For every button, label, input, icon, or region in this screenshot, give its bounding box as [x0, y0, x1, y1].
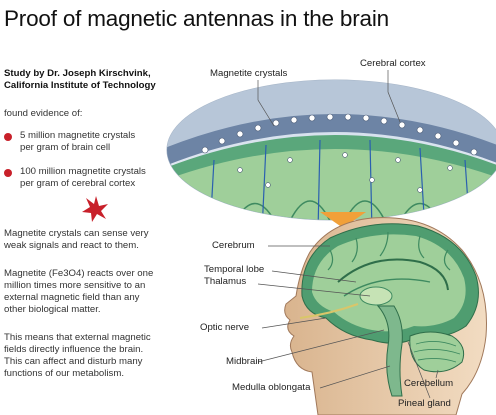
- label-midbrain: Midbrain: [226, 356, 263, 367]
- label-cerebral-cortex: Cerebral cortex: [360, 58, 426, 69]
- paragraph-magnetite: Magnetite (Fe3O4) reacts over one millio…: [4, 268, 184, 316]
- label-magnetite-crystals: Magnetite crystals: [210, 68, 288, 79]
- bullet-dot-icon: [4, 133, 12, 141]
- label-thalamus: Thalamus: [204, 276, 247, 287]
- found-evidence-text: found evidence of:: [4, 108, 83, 119]
- paragraph-line: Magnetite (Fe3O4) reacts over one: [4, 268, 154, 279]
- paragraph-influence: This means that external magnetic fields…: [4, 332, 184, 380]
- brain: [299, 223, 479, 397]
- bullet-line-1: 100 million magnetite crystals: [20, 166, 146, 177]
- bullet-line-2: per gram of brain cell: [20, 142, 111, 153]
- study-credit: Study by Dr. Joseph Kirschvink, Californ…: [4, 68, 156, 92]
- paragraph-line: external magnetic field than any: [4, 292, 140, 303]
- leader-lines: [257, 70, 439, 399]
- bullet-line-1: 5 million magnetite crystals: [20, 130, 136, 141]
- paragraph-line: functions of our metabolism.: [4, 368, 124, 379]
- bullet-item: 100 million magnetite crystals per gram …: [4, 166, 146, 190]
- study-line-1: Study by Dr. Joseph Kirschvink,: [4, 68, 151, 79]
- bullet-dot-icon: [4, 169, 12, 177]
- label-pineal-gland: Pineal gland: [398, 398, 451, 409]
- label-medulla-oblongata: Medulla oblongata: [232, 382, 311, 393]
- paragraph-line: This can affect and disturb many: [4, 356, 143, 367]
- cortex-zoom-oval: [166, 79, 496, 221]
- label-temporal-lobe: Temporal lobe: [204, 264, 265, 275]
- paragraph-line: This means that external magnetic: [4, 332, 151, 343]
- zoom-arrow: [320, 212, 366, 228]
- bullet-item: 5 million magnetite crystals per gram of…: [4, 130, 135, 154]
- paragraph-line: other biological matter.: [4, 304, 101, 315]
- page-title: Proof of magnetic antennas in the brain: [4, 6, 389, 31]
- paragraph-line: fields directly influence the brain.: [4, 344, 144, 355]
- study-line-2: California Institute of Technology: [4, 80, 156, 91]
- bullet-line-2: per gram of cerebral cortex: [20, 178, 136, 189]
- label-optic-nerve: Optic nerve: [200, 322, 250, 333]
- spark-icon: [82, 196, 108, 222]
- paragraph-line: weak signals and react to them.: [4, 240, 139, 251]
- label-cerebrum: Cerebrum: [212, 240, 255, 251]
- paragraph-line: Magnetite crystals can sense very: [4, 228, 149, 239]
- label-cerebellum: Cerebellum: [404, 378, 454, 389]
- paragraph-sense: Magnetite crystals can sense very weak s…: [4, 228, 184, 252]
- paragraph-line: million times more sensitive to an: [4, 280, 146, 291]
